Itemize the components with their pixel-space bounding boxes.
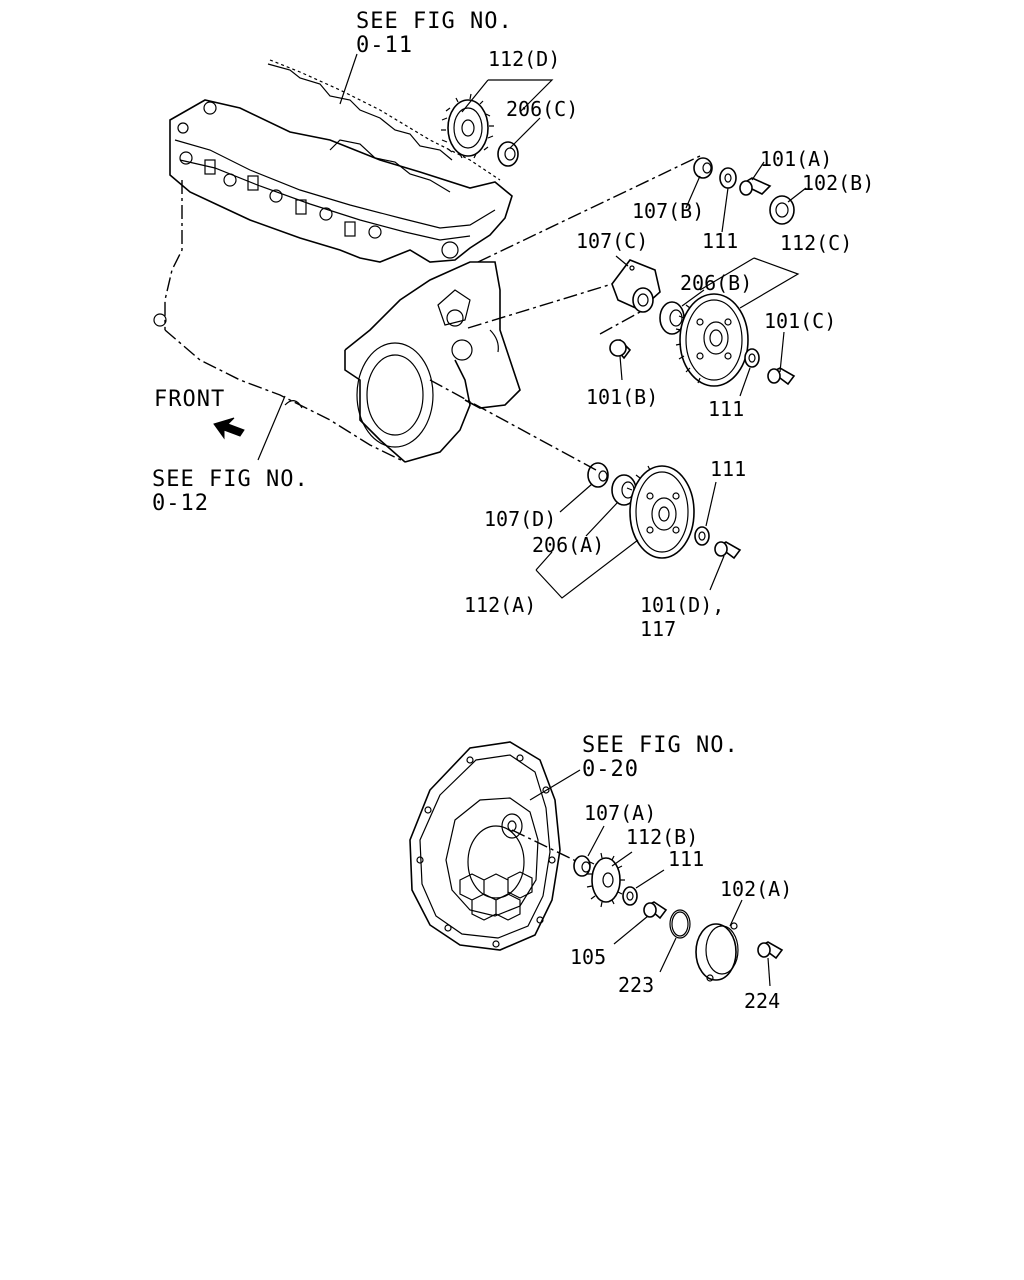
label-107c: 107(C) xyxy=(576,229,648,253)
bolt-101b xyxy=(609,339,632,360)
ref-0-12-line2: 0-12 xyxy=(152,491,209,516)
engine-block xyxy=(153,59,521,463)
ref-0-20-line1: SEE FIG NO. xyxy=(582,733,739,758)
flywheel-housing xyxy=(409,741,561,951)
axis-line-low xyxy=(429,379,597,471)
label-101a: 101(A) xyxy=(760,147,832,171)
label-112a: 112(A) xyxy=(464,593,536,617)
label-107a: 107(A) xyxy=(584,801,656,825)
label-206b: 206(B) xyxy=(680,271,752,295)
leader-lines xyxy=(257,53,807,987)
label-107b: 107(B) xyxy=(632,199,704,223)
gear-112c xyxy=(675,293,749,387)
bolt-101c xyxy=(767,367,796,386)
axis-line-107c xyxy=(599,311,641,335)
label-111-bot: 111 xyxy=(668,847,704,871)
ref-0-11-line1: SEE FIG NO. xyxy=(356,9,513,34)
label-111-top: 111 xyxy=(702,229,738,253)
label-112d: 112(D) xyxy=(488,47,560,71)
label-117: 117 xyxy=(640,617,676,641)
ref-0-20-line2: 0-20 xyxy=(582,757,639,782)
shaft-107b xyxy=(693,157,713,179)
bush-206c xyxy=(497,141,519,167)
washer-111-low xyxy=(694,526,710,546)
label-112b: 112(B) xyxy=(626,825,698,849)
washer-111-mid xyxy=(744,348,760,368)
label-105: 105 xyxy=(570,945,606,969)
label-107d: 107(D) xyxy=(484,507,556,531)
label-206c: 206(C) xyxy=(506,97,578,121)
label-112c: 112(C) xyxy=(780,231,852,255)
shaft-107a xyxy=(573,855,591,877)
bracket-107c xyxy=(611,259,661,313)
label-102b: 102(B) xyxy=(802,171,874,195)
label-102a: 102(A) xyxy=(720,877,792,901)
front-label: FRONT xyxy=(154,387,225,412)
washer-111-bot xyxy=(622,886,638,906)
bolt-224 xyxy=(757,941,784,960)
bolt-101a xyxy=(739,177,772,196)
axis-line-mid xyxy=(467,283,613,329)
label-101d: 101(D), xyxy=(640,593,724,617)
label-206a: 206(A) xyxy=(532,533,604,557)
axis-line-lower xyxy=(511,829,579,863)
bolt-101d xyxy=(714,541,742,560)
washer-111-top xyxy=(719,167,737,189)
seal-102b xyxy=(769,195,795,225)
label-224: 224 xyxy=(744,989,780,1013)
label-111-mid: 111 xyxy=(708,397,744,421)
front-arrow-icon xyxy=(213,417,245,440)
gear-112d xyxy=(441,93,494,159)
oring-223 xyxy=(669,909,691,939)
label-101c: 101(C) xyxy=(764,309,836,333)
ref-0-11-line2: 0-11 xyxy=(356,33,413,58)
bolt-105 xyxy=(643,901,668,920)
label-223: 223 xyxy=(618,973,654,997)
label-111-low: 111 xyxy=(710,457,746,481)
cover-102a xyxy=(695,922,739,982)
label-101b: 101(B) xyxy=(586,385,658,409)
gear-112a xyxy=(626,465,695,559)
axis-line-top xyxy=(477,155,701,263)
gear-112b xyxy=(586,852,625,908)
ref-0-12-line1: SEE FIG NO. xyxy=(152,467,309,492)
